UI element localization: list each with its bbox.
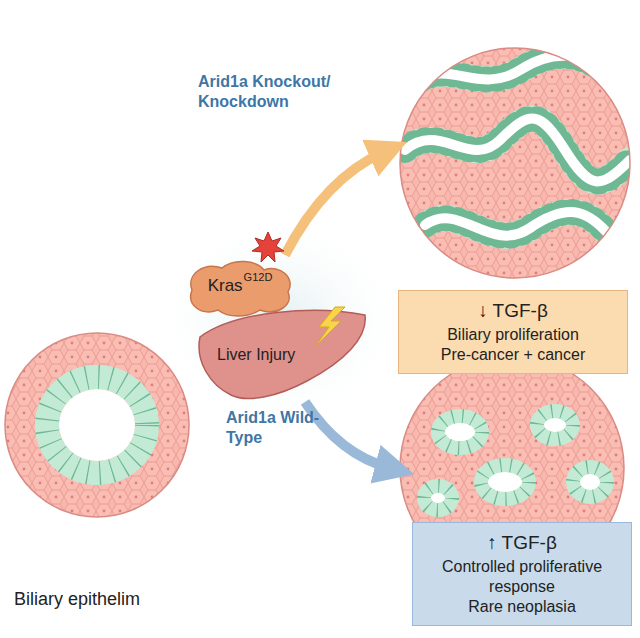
node-subtext: Biliary proliferation — [409, 325, 617, 345]
node-text: ↑ TGF-β — [423, 531, 621, 555]
liver-organ: Liver Injury — [195, 305, 370, 405]
node-subtext: Rare neoplasia — [423, 597, 621, 617]
proliferation-circle — [400, 48, 630, 278]
node-subtext: Controlled proliferative response — [423, 557, 621, 597]
condition-label: Arid1a Knockout/ Knockdown — [198, 72, 348, 112]
outcome-box: ↑ TGF-βControlled proliferative response… — [412, 522, 632, 626]
knockout-arrow — [285, 152, 384, 255]
node-text: ↓ TGF-β — [409, 299, 617, 323]
node-subtext: G12D — [244, 271, 273, 283]
node-text: Kras — [208, 276, 243, 296]
center-glow — [150, 210, 410, 430]
kras-protein: KrasG12D — [184, 256, 296, 318]
outcome-box: ↓ TGF-βBiliary proliferationPre-cancer +… — [398, 290, 628, 374]
figure-label: Biliary epithelim — [14, 588, 140, 610]
node-text: Liver Injury — [217, 345, 370, 365]
node-subtext: Pre-cancer + cancer — [409, 345, 617, 365]
condition-label: Arid1a Wild-Type — [226, 408, 338, 448]
biliary-epithelium-circle — [5, 333, 189, 517]
mutation-star — [252, 232, 284, 262]
